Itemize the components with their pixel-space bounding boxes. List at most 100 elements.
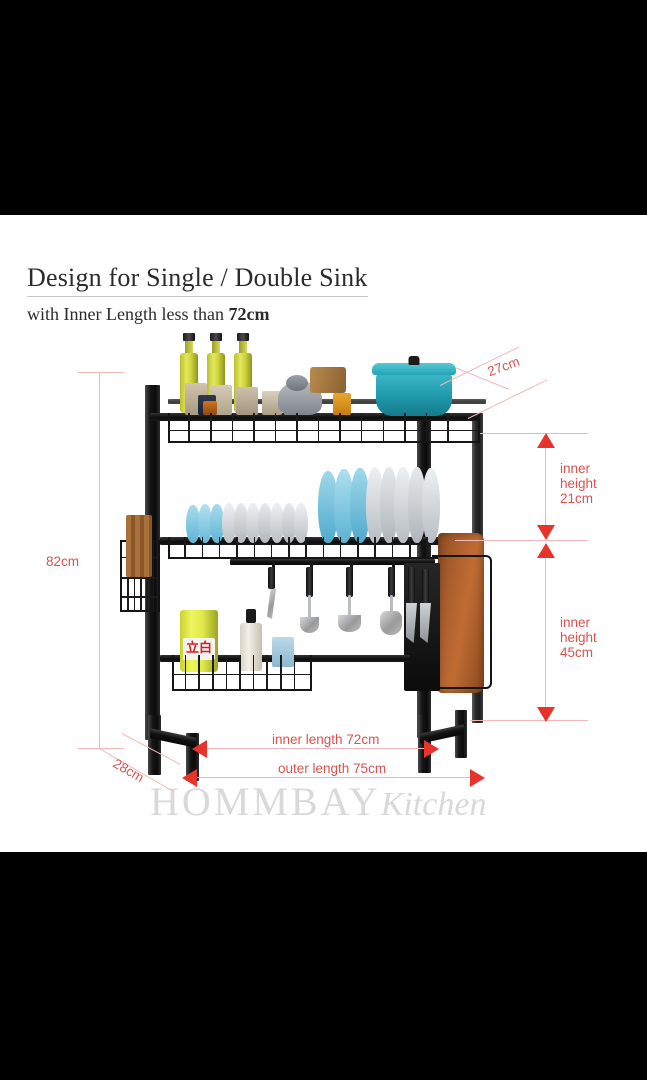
- rack-wires: [170, 537, 458, 557]
- inner-height-lower-label: inner height 45cm: [560, 615, 630, 660]
- total-height-dimline: [99, 372, 100, 748]
- outer-length-dimline: [190, 777, 482, 778]
- height-tick-top: [78, 372, 124, 373]
- ih-upper-guide-top: [480, 433, 588, 434]
- outer-length-arrow-right: [470, 769, 485, 787]
- knife-handle: [422, 569, 429, 603]
- soap-pump-dispenser: [240, 609, 262, 671]
- plate-white-large: [394, 467, 412, 543]
- plate-blue-large: [334, 469, 354, 543]
- knife-handle: [408, 567, 415, 603]
- basket-band: [122, 577, 158, 579]
- plate-white: [222, 503, 236, 543]
- wooden-utensil-handles: [126, 515, 152, 577]
- sponge: [272, 637, 294, 667]
- hook: [350, 561, 353, 569]
- ladle-bowl: [300, 617, 319, 633]
- left-vertical-post: [145, 385, 160, 740]
- ih-lower-text: inner height 45cm: [560, 615, 597, 660]
- cutting-board: [438, 533, 484, 693]
- bottle-neck: [185, 340, 193, 353]
- inner-length-label: inner length 72cm: [272, 732, 380, 747]
- spatula-head: [380, 611, 402, 635]
- inner-length-arrow-left: [192, 740, 207, 758]
- ih-lower-dimline: [545, 545, 546, 720]
- total-height-label: 82cm: [46, 554, 80, 569]
- spatula-stem: [390, 595, 393, 613]
- heading-block: Design for Single / Double Sink with Inn…: [27, 263, 587, 325]
- watermark: HOMMBAYKitchen: [150, 778, 490, 838]
- plate-white: [294, 503, 308, 543]
- utensil-hook-rail: [230, 559, 435, 565]
- plate-group-right: [318, 467, 448, 543]
- pot-lid: [372, 363, 456, 375]
- inner-length-arrow-right: [424, 740, 439, 758]
- utensil-handle: [306, 567, 313, 597]
- top-shelf-rail: [150, 413, 480, 421]
- bottle-cap: [210, 333, 222, 341]
- bottle-cap: [237, 333, 249, 341]
- ih-upper-arrow-top: [537, 433, 555, 448]
- knife-blade: [406, 603, 417, 643]
- basket-wires: [170, 413, 478, 441]
- ih-upper-dimline: [545, 435, 546, 539]
- bottle-cap: [183, 333, 195, 341]
- utensil-handle: [268, 567, 275, 589]
- outer-length-label: outer length 75cm: [278, 761, 387, 776]
- basket-band: [174, 673, 310, 676]
- spice-jar-amber: [333, 393, 351, 415]
- detergent-label: 立白: [183, 638, 215, 660]
- scissors-blade: [267, 589, 276, 619]
- page-title: Design for Single / Double Sink: [27, 263, 368, 297]
- ih-lower-arrow-top: [537, 543, 555, 558]
- hook: [310, 561, 313, 569]
- middle-shelf-rail: [160, 537, 460, 545]
- grey-bowl-small: [286, 375, 308, 391]
- page-subtitle: with Inner Length less than 72cm: [27, 304, 587, 325]
- top-shelf-basket: [168, 413, 480, 443]
- utensil-handle: [388, 567, 395, 597]
- dutch-oven-pot: [372, 356, 456, 416]
- plate-blue-large: [350, 468, 370, 543]
- subtitle-prefix: with Inner Length less than: [27, 304, 229, 324]
- depth-top-label: 27cm: [485, 353, 522, 380]
- ladle-stem: [308, 595, 311, 619]
- plate-white: [258, 503, 272, 543]
- ih-upper-text: inner height 21cm: [560, 461, 597, 506]
- skimmer-stem: [348, 595, 351, 617]
- bottom-basket-wires: [174, 655, 310, 689]
- plate-white: [246, 503, 260, 543]
- ih-lower-arrow-bottom: [537, 707, 555, 722]
- plate-white: [234, 503, 248, 543]
- plate-blue: [186, 505, 200, 543]
- spice-jar-amber: [203, 401, 217, 415]
- plate-white: [282, 503, 296, 543]
- bottom-basket: [172, 655, 312, 691]
- hook: [392, 561, 395, 569]
- plate-white-large: [422, 468, 440, 543]
- plate-blue: [210, 504, 224, 543]
- front-left-leg: [148, 715, 161, 775]
- plate-white-large: [408, 467, 426, 543]
- pot-knob: [408, 356, 420, 365]
- product-diagram-panel: Design for Single / Double Sink with Inn…: [0, 215, 647, 852]
- basket-band: [122, 596, 158, 598]
- inner-length-dimline: [200, 748, 436, 749]
- middle-dish-rack-tray: [168, 537, 460, 559]
- pump-head: [246, 609, 256, 623]
- plate-white-large: [380, 467, 398, 543]
- plate-white-large: [366, 467, 384, 543]
- wood-accent: [310, 367, 346, 393]
- inner-height-upper-label: inner height 21cm: [560, 461, 630, 506]
- utensil-handle: [346, 567, 353, 597]
- hook: [272, 561, 275, 569]
- plate-blue-large: [318, 471, 338, 543]
- ih-upper-arrow-bottom: [537, 525, 555, 540]
- bottle-neck: [212, 340, 220, 353]
- cutting-board-holder-wire: [432, 555, 492, 689]
- depth-base-label: 28cm: [110, 755, 147, 786]
- subtitle-value: 72cm: [228, 304, 270, 324]
- spice-jar: [236, 387, 258, 415]
- watermark-suffix: Kitchen: [380, 786, 487, 823]
